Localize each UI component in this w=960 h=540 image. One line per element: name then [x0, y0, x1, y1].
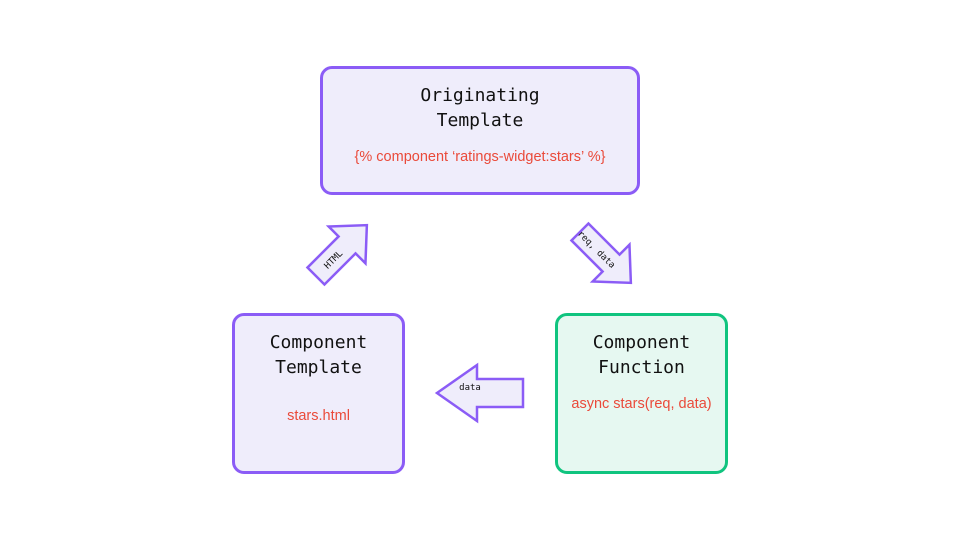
originating-template-node: Originating Template {% component ‘ratin… [320, 66, 640, 195]
component-template-code: stars.html [287, 408, 350, 424]
arrow-data-shape [434, 362, 525, 424]
component-function-code: async stars(req, data) [571, 396, 712, 412]
component-function-title: Component Function [592, 332, 691, 378]
component-template-title: Component Template [269, 332, 368, 378]
component-function-node: Component Function async stars(req, data… [555, 313, 728, 474]
originating-template-code: {% component ‘ratings-widget:stars’ %} [354, 149, 606, 165]
arrow-data-label: data [459, 383, 481, 393]
arrow-req-data: req, data [569, 221, 633, 285]
originating-template-title: Originating Template [420, 85, 540, 131]
arrow-html-shape [305, 223, 369, 287]
arrow-html: HTML [305, 223, 369, 287]
component-template-node: Component Template stars.html [232, 313, 405, 474]
arrow-data: data [434, 362, 525, 424]
arrow-req-data-shape [569, 221, 633, 285]
